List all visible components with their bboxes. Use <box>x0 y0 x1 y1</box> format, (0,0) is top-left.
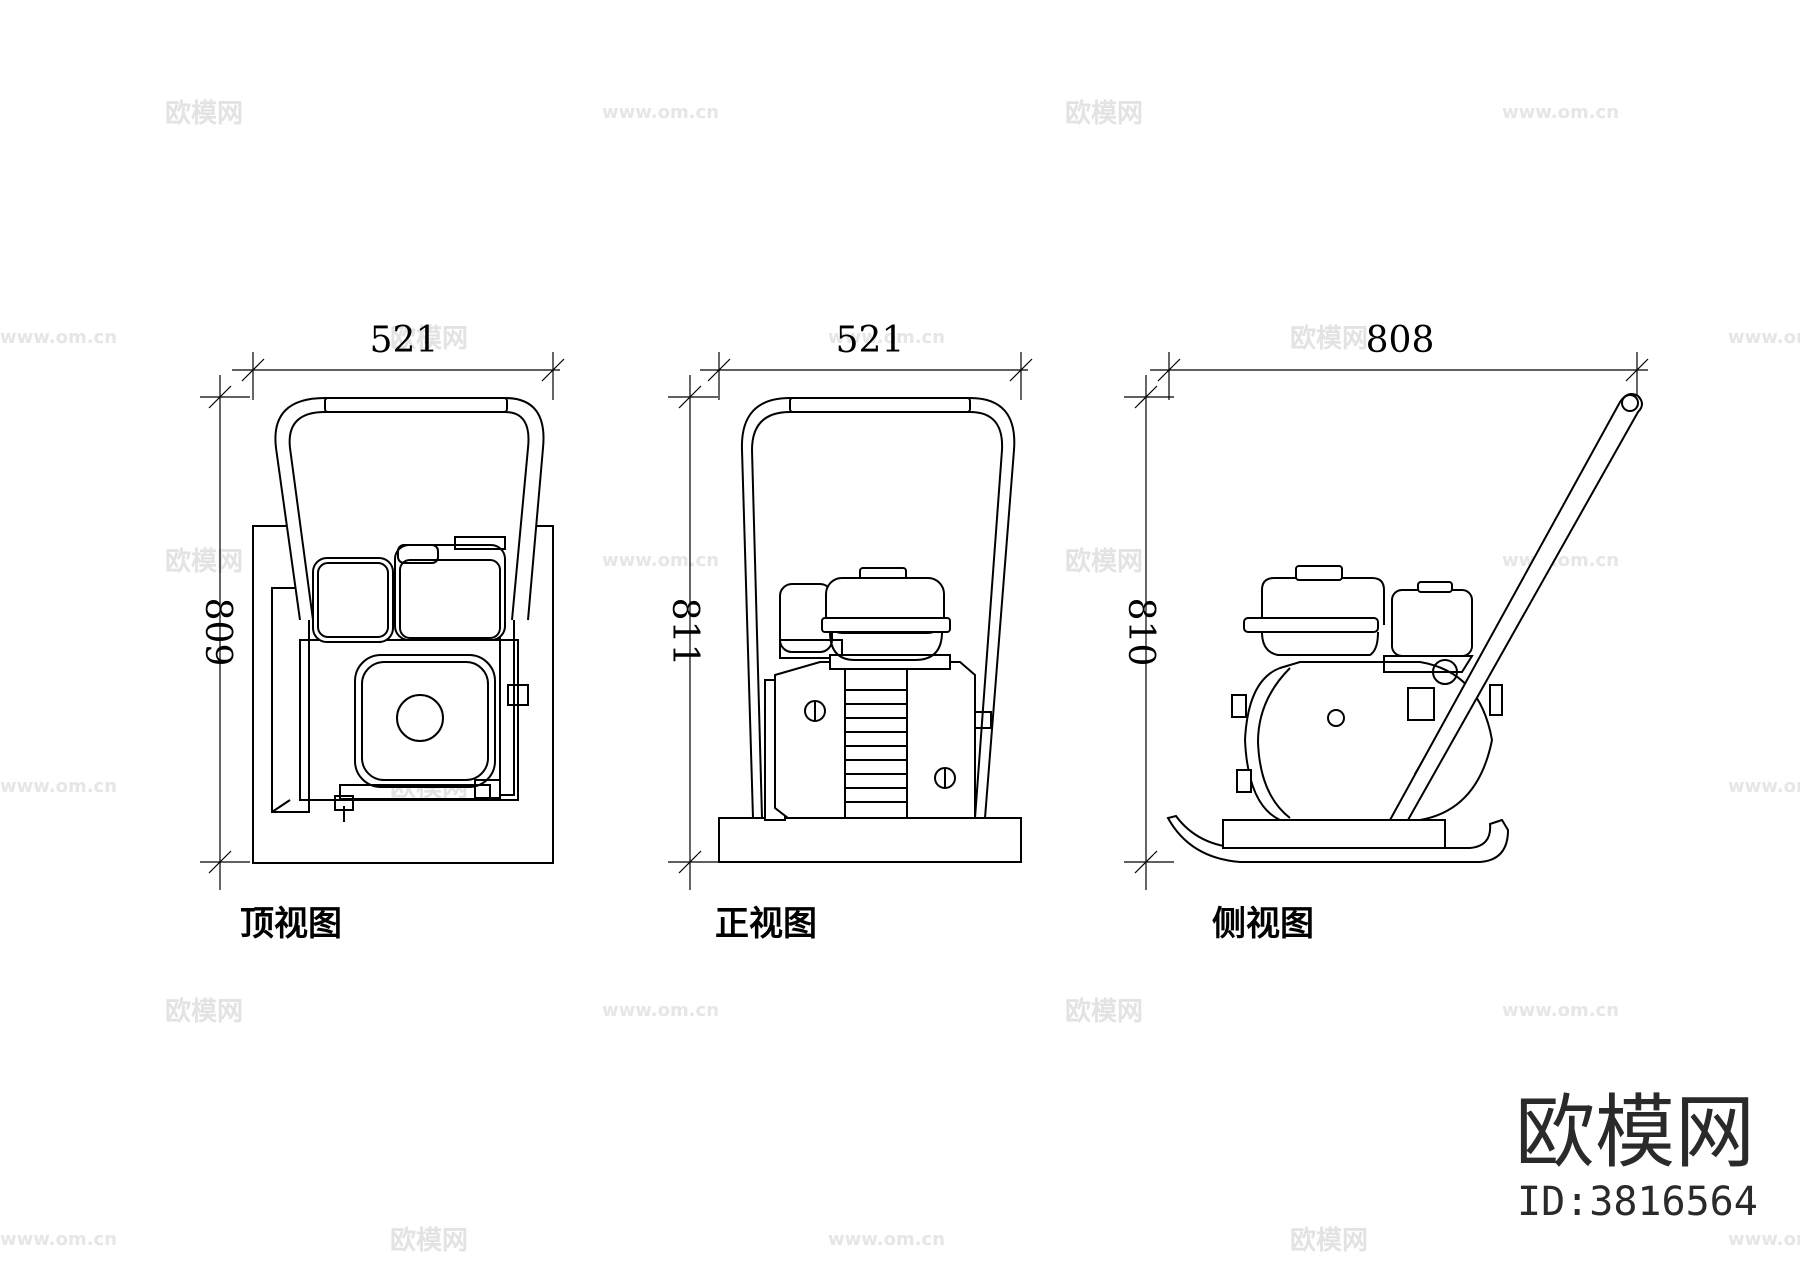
engine-housing <box>774 661 976 819</box>
fitting <box>1231 694 1247 718</box>
base-plate <box>1222 819 1446 849</box>
watermark-logo: 欧模网 <box>1290 1225 1368 1256</box>
cooling-fins <box>845 689 907 803</box>
flywheel-cover <box>354 654 496 788</box>
fitting <box>1236 769 1252 793</box>
handle-grip <box>324 397 508 413</box>
height-dimension-label: 810 <box>1120 598 1161 667</box>
view-caption: 正视图 <box>715 904 817 944</box>
base-plate <box>718 817 1022 863</box>
width-dimension-label: 521 <box>370 320 439 361</box>
watermark-url: www.om.cn <box>828 1229 945 1250</box>
width-dimension-label: 808 <box>1366 320 1435 361</box>
dimension-lines <box>200 352 565 890</box>
watermark-logo: 欧模网 <box>1065 98 1143 129</box>
side-view: 808 810 <box>1120 320 1649 890</box>
watermark-logo: 欧模网 <box>1290 323 1368 354</box>
height-dimension-label: 811 <box>664 598 705 667</box>
watermark-logo: 欧模网 <box>390 323 468 354</box>
tank-cap <box>1295 565 1343 581</box>
front-view: 521 811 <box>664 320 1033 890</box>
inspection-plate <box>1407 687 1435 721</box>
watermark-logo: 欧模网 <box>390 1225 468 1256</box>
brand-logo: 欧模网 <box>1515 1086 1755 1179</box>
handle-grip <box>789 397 971 413</box>
watermark-url: www.om.cn <box>0 776 117 797</box>
watermark-logo: 欧模网 <box>165 996 243 1027</box>
dimension-lines <box>1124 352 1649 890</box>
side-frame <box>271 587 310 813</box>
watermark-url: www.om.cn <box>1502 1000 1619 1021</box>
air-filter <box>394 544 506 641</box>
model-id: ID:3816564 <box>1517 1179 1758 1225</box>
watermark-url: www.om.cn <box>1728 1229 1800 1250</box>
watermark-url: www.om.cn <box>0 327 117 348</box>
watermark-url: www.om.cn <box>828 327 945 348</box>
air-filter <box>1391 589 1473 657</box>
height-dimension-label: 809 <box>197 598 238 667</box>
watermark-logo: 欧模网 <box>165 98 243 129</box>
width-dimension-label: 521 <box>836 320 905 361</box>
crankcase <box>1243 661 1494 821</box>
bolt-bracket <box>974 711 992 729</box>
view-caption: 顶视图 <box>240 904 342 944</box>
watermark-url: www.om.cn <box>602 102 719 123</box>
cylinder-head <box>829 654 951 670</box>
skid-plate <box>1166 814 1510 863</box>
bolt-bracket <box>507 684 529 706</box>
watermark-logo: 欧模网 <box>1065 996 1143 1027</box>
watermark-url: www.om.cn <box>602 550 719 571</box>
watermark-url: www.om.cn <box>602 1000 719 1021</box>
watermark-url: www.om.cn <box>1502 550 1619 571</box>
crankcase <box>339 784 491 800</box>
watermark-url: www.om.cn <box>1502 102 1619 123</box>
watermark-logo: 欧模网 <box>165 546 243 577</box>
bolt <box>1327 709 1345 727</box>
watermark-url: www.om.cn <box>1728 327 1800 348</box>
fitting <box>1489 684 1503 716</box>
dimension-lines <box>668 352 1033 890</box>
watermark-logo: 欧模网 <box>1065 546 1143 577</box>
watermark-url: www.om.cn <box>0 1229 117 1250</box>
recoil-starter <box>396 694 444 742</box>
fuel-tank <box>312 557 394 643</box>
top-view: 521 809 <box>197 320 565 890</box>
view-caption: 侧视图 <box>1212 904 1314 944</box>
watermark-url: www.om.cn <box>1728 776 1800 797</box>
